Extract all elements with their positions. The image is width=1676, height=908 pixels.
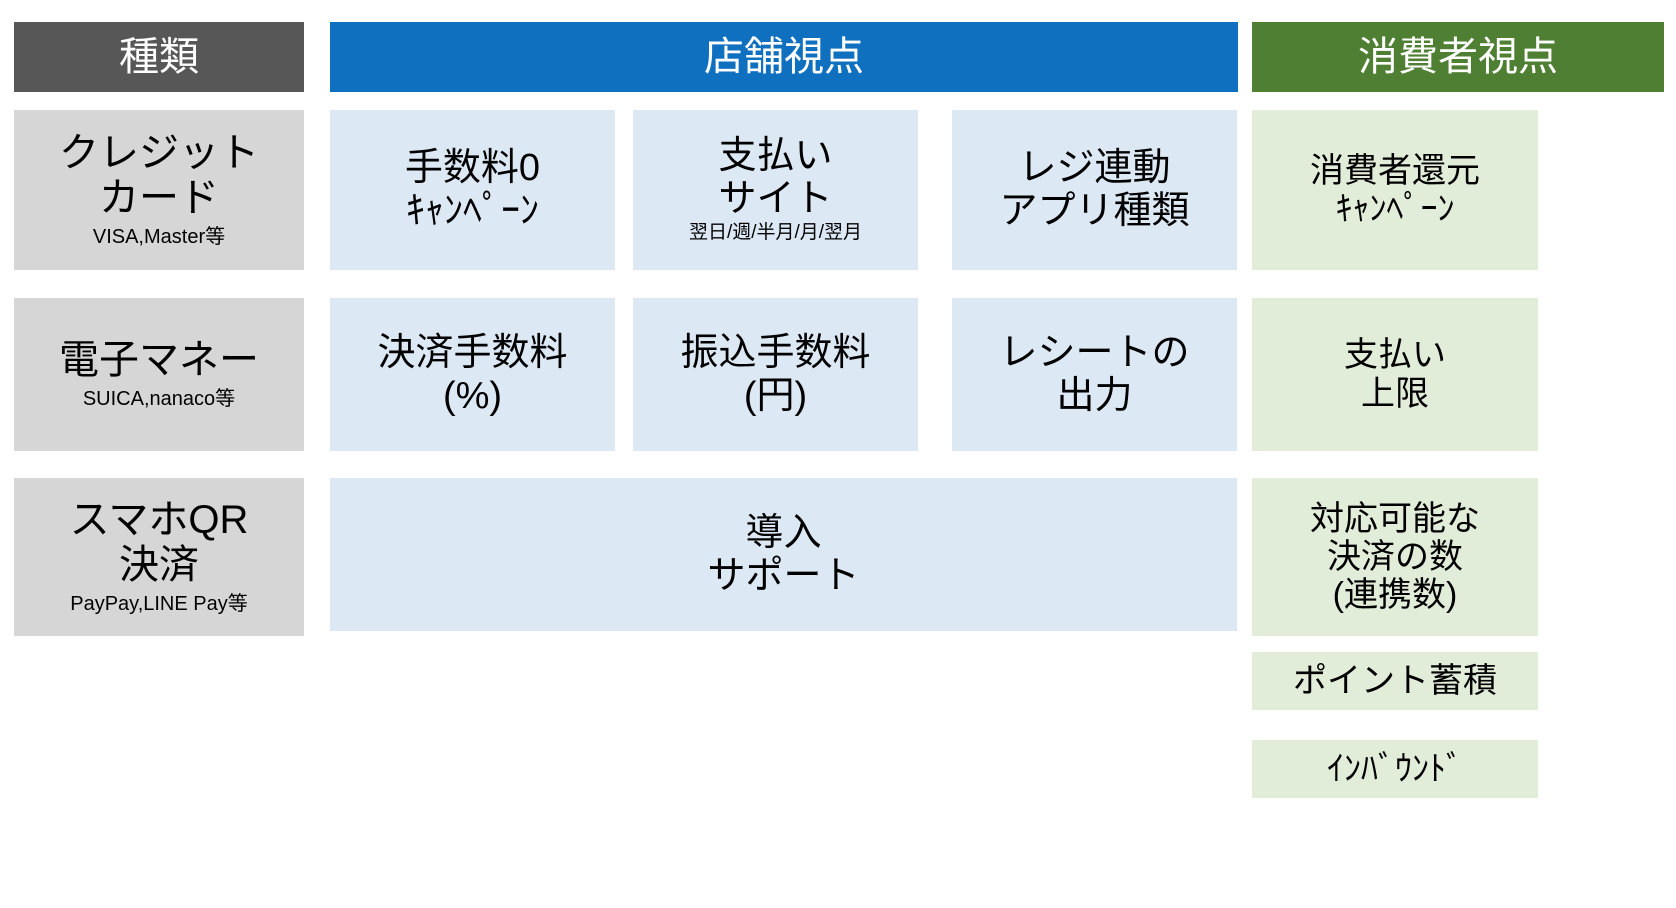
store-line-1: 手数料0 bbox=[404, 147, 541, 190]
consumer-line-2: ｷｬﾝﾍﾟｰﾝ bbox=[1335, 190, 1455, 228]
consumer-cell-rebate-campaign: 消費者還元 ｷｬﾝﾍﾟｰﾝ bbox=[1252, 110, 1538, 270]
store-line-1: レジ連動 bbox=[1018, 147, 1171, 190]
consumer-line-1: 対応可能な bbox=[1310, 499, 1480, 538]
type-line-1: スマホQR bbox=[69, 498, 249, 543]
type-cell-smartphone-qr: スマホQR 決済 PayPay,LINE Pay等 bbox=[14, 478, 304, 636]
type-cell-credit-card: クレジット カード VISA,Master等 bbox=[14, 110, 304, 270]
consumer-line-1: 消費者還元 bbox=[1310, 151, 1480, 190]
store-line-2: (円) bbox=[743, 374, 808, 417]
store-line-2: アプリ種類 bbox=[999, 190, 1190, 232]
header-type-label: 種類 bbox=[119, 34, 199, 79]
store-cell-pos-linked-app-types: レジ連動 アプリ種類 bbox=[952, 110, 1237, 270]
header-consumer-perspective: 消費者視点 bbox=[1252, 22, 1664, 92]
type-subtitle: VISA,Master等 bbox=[92, 225, 226, 248]
consumer-line-1: ｲﾝﾊﾞｳﾝﾄﾞ bbox=[1327, 749, 1463, 788]
type-cell-electronic-money: 電子マネー SUICA,nanaco等 bbox=[14, 298, 304, 451]
store-line-2: (%) bbox=[442, 374, 503, 417]
type-subtitle: SUICA,nanaco等 bbox=[82, 387, 236, 410]
store-cell-payment-site: 支払い サイト 翌日/週/半月/月/翌月 bbox=[633, 110, 918, 270]
type-line-1: 電子マネー bbox=[59, 338, 259, 383]
store-subtitle: 翌日/週/半月/月/翌月 bbox=[688, 222, 863, 244]
store-cell-introduction-support: 導入 サポート bbox=[330, 478, 1237, 631]
consumer-line-3: (連携数) bbox=[1332, 576, 1458, 615]
store-line-2: 出力 bbox=[1056, 374, 1133, 417]
store-line-1: 支払い bbox=[718, 135, 833, 178]
type-line-2: カード bbox=[99, 176, 219, 220]
store-line-2: サイト bbox=[718, 177, 833, 220]
type-line-1: クレジット bbox=[59, 131, 259, 176]
store-line-2: ｷｬﾝﾍﾟｰﾝ bbox=[405, 190, 539, 232]
type-line-2: 決済 bbox=[119, 543, 199, 587]
consumer-cell-inbound: ｲﾝﾊﾞｳﾝﾄﾞ bbox=[1252, 740, 1538, 798]
header-store-label: 店舗視点 bbox=[704, 34, 864, 79]
header-store-perspective: 店舗視点 bbox=[330, 22, 1238, 92]
store-line-1: レシートの bbox=[999, 331, 1190, 374]
consumer-line-1: 支払い bbox=[1344, 336, 1446, 375]
consumer-cell-supported-payment-count: 対応可能な 決済の数 (連携数) bbox=[1252, 478, 1538, 636]
store-cell-fee-zero-campaign: 手数料0 ｷｬﾝﾍﾟｰﾝ bbox=[330, 110, 615, 270]
store-cell-transfer-fee-yen: 振込手数料 (円) bbox=[633, 298, 918, 451]
header-type: 種類 bbox=[14, 22, 304, 92]
consumer-line-2: 上限 bbox=[1361, 374, 1429, 413]
type-subtitle: PayPay,LINE Pay等 bbox=[70, 592, 248, 615]
consumer-line-1: ポイント蓄積 bbox=[1293, 661, 1497, 700]
header-consumer-label: 消費者視点 bbox=[1358, 34, 1558, 79]
store-line-1: 決済手数料 bbox=[377, 331, 568, 374]
store-line-2: サポート bbox=[707, 554, 860, 597]
consumer-line-2: 決済の数 bbox=[1327, 537, 1463, 576]
store-line-1: 振込手数料 bbox=[680, 331, 871, 374]
store-cell-settlement-fee-percent: 決済手数料 (%) bbox=[330, 298, 615, 451]
consumer-cell-payment-limit: 支払い 上限 bbox=[1252, 298, 1538, 451]
store-line-1: 導入 bbox=[745, 511, 822, 554]
consumer-cell-point-accumulation: ポイント蓄積 bbox=[1252, 652, 1538, 710]
store-cell-receipt-output: レシートの 出力 bbox=[952, 298, 1237, 451]
